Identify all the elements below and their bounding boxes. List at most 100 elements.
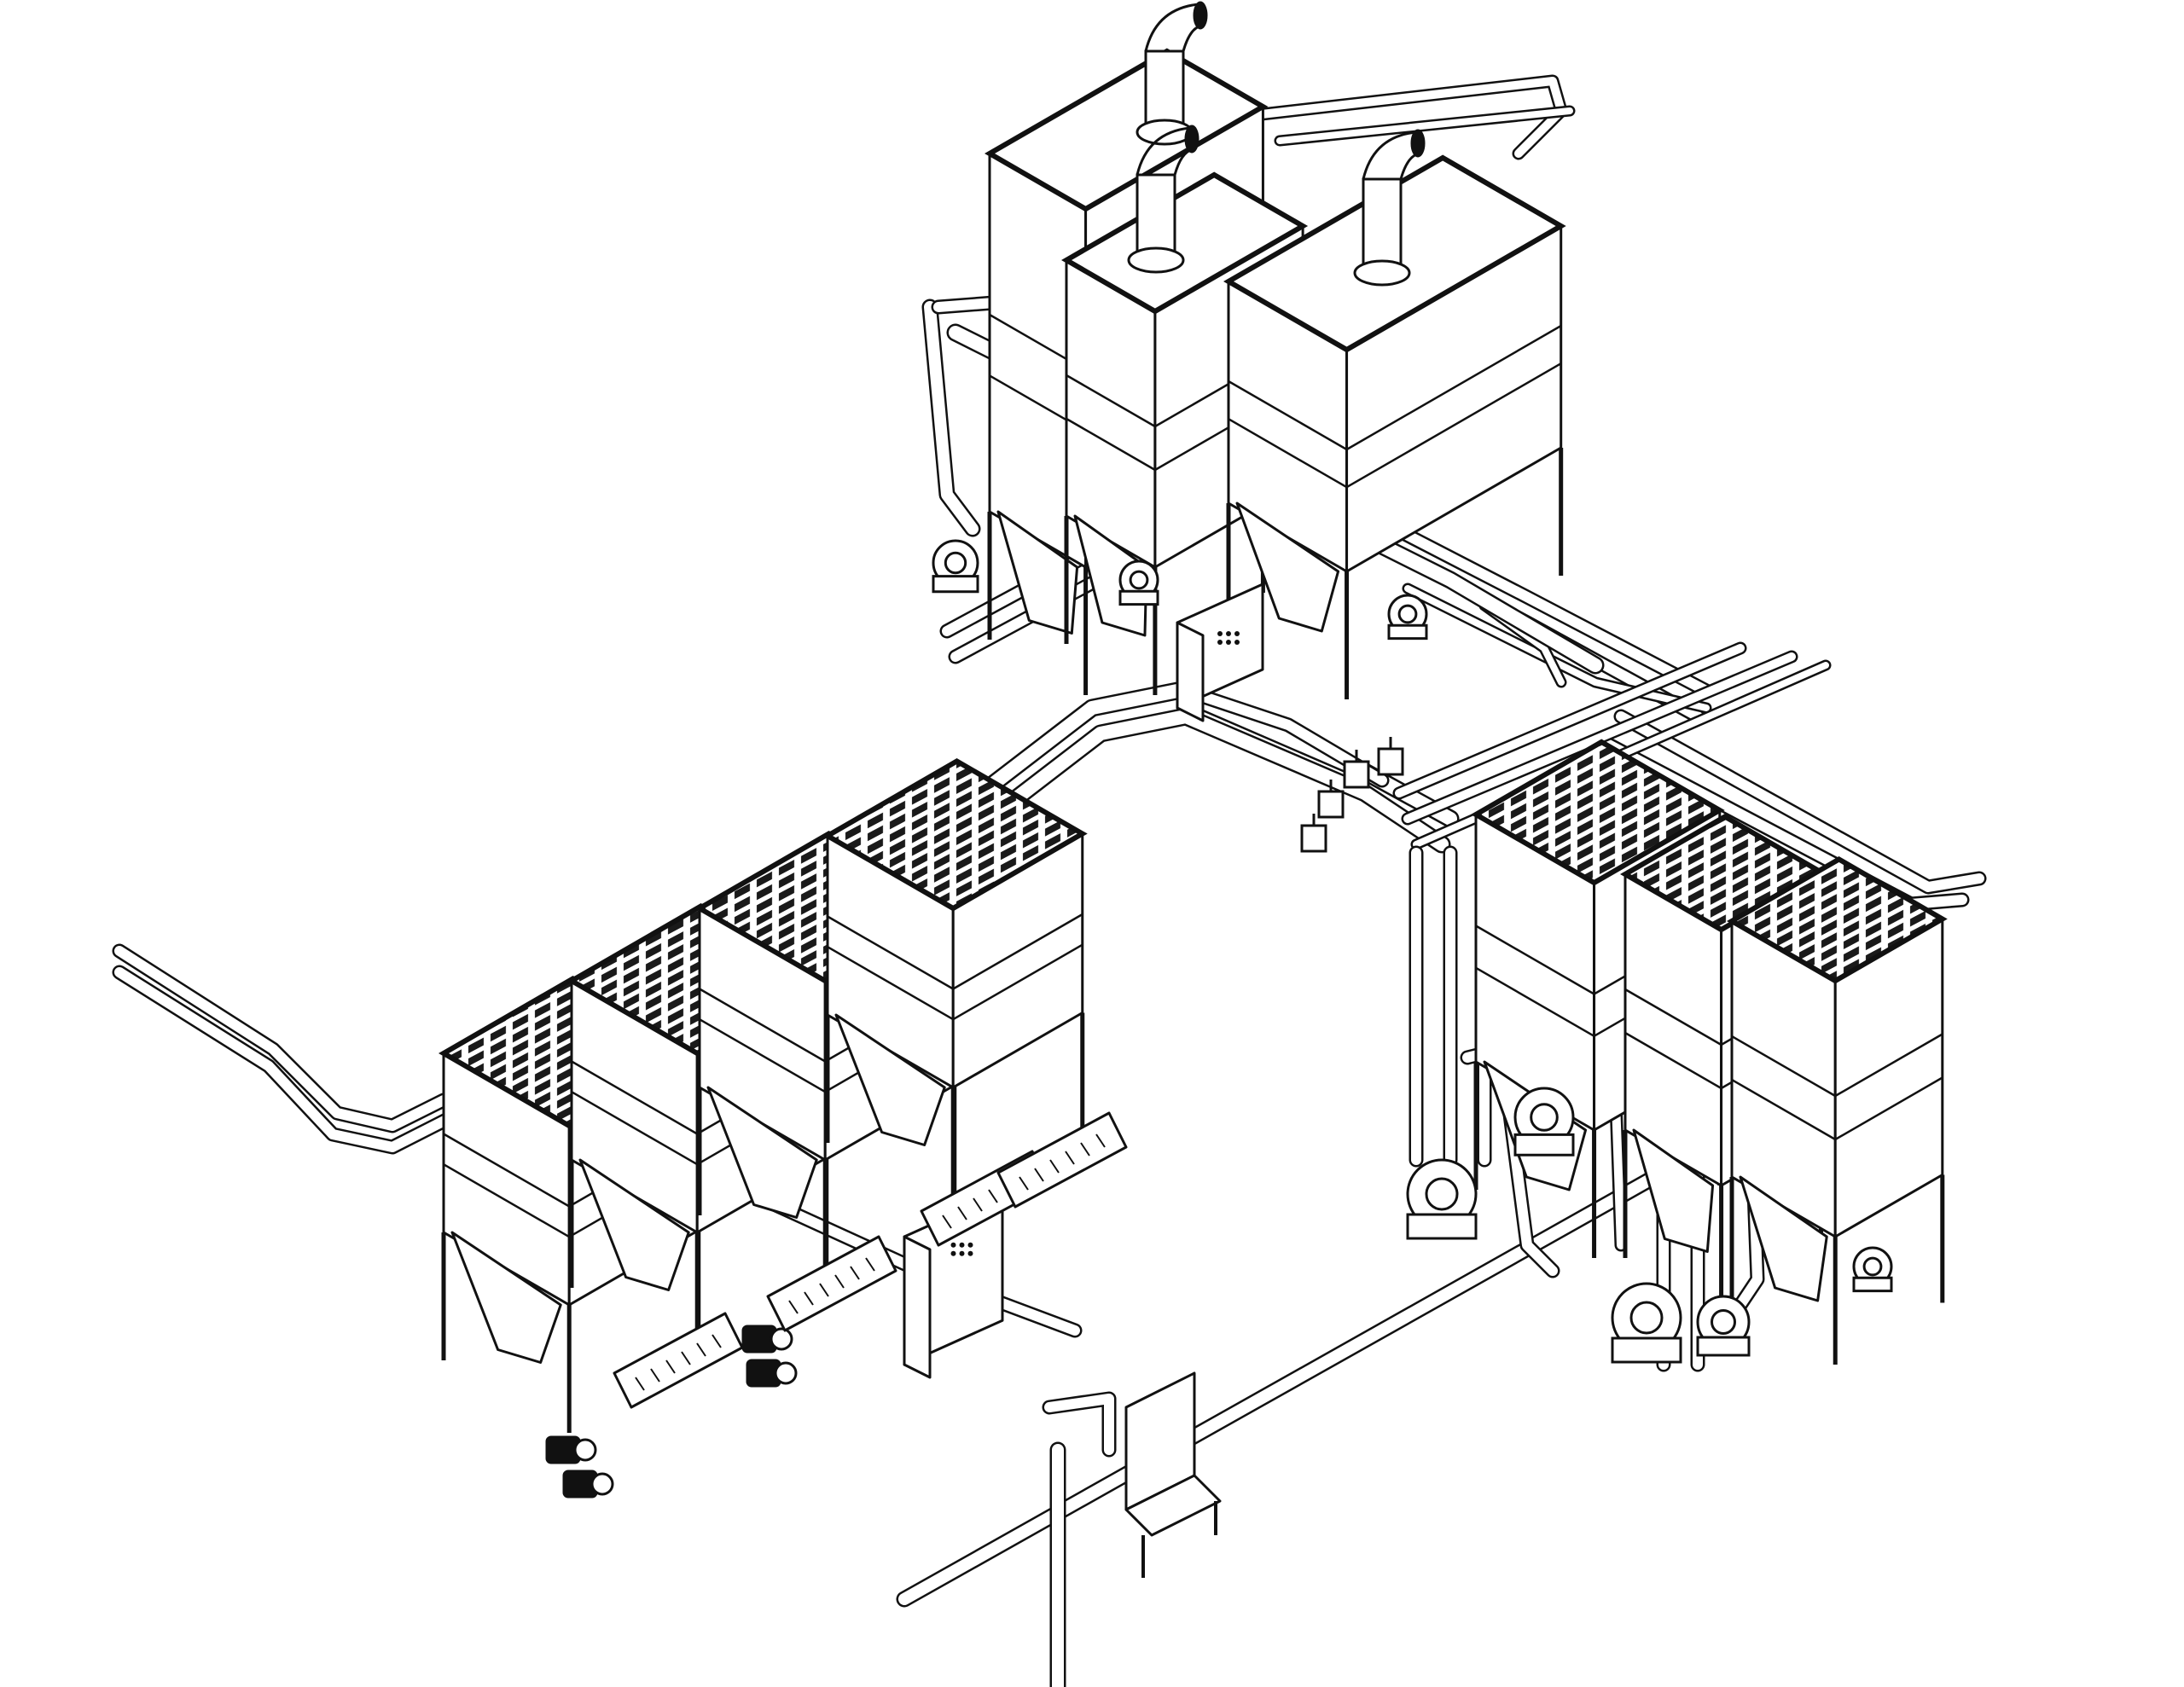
motor-left-d-flange — [775, 1363, 796, 1383]
trough-1-flight — [666, 1360, 675, 1373]
stack-back-elbow-inner — [1183, 26, 1202, 51]
control-panel-top — [1177, 584, 1263, 721]
left-filter-1-band — [444, 1134, 569, 1207]
top-silo-middle-band — [1066, 419, 1155, 470]
motor-left-a — [546, 1436, 595, 1464]
left-filter-2-band — [572, 1062, 697, 1134]
fan-right-c-hub — [1631, 1302, 1662, 1333]
trough-2-flight — [835, 1275, 844, 1288]
top-silo-front-band — [1347, 326, 1561, 449]
stack-back-tube — [1146, 51, 1183, 132]
duct-top-left-riser — [930, 307, 973, 529]
trough-2-flight — [820, 1284, 828, 1296]
drop-chute — [1126, 1373, 1220, 1578]
fan-top-mid-base — [1120, 591, 1158, 604]
right-filter-1-band — [1476, 968, 1594, 1036]
trough-1-flight — [712, 1335, 721, 1348]
left-filter-3-band — [700, 1019, 825, 1092]
duct-drop-elbow-core — [1049, 1399, 1109, 1450]
equipment-details — [546, 2, 1891, 1578]
control-panel-icon — [950, 1250, 956, 1256]
valve-4-box — [1302, 826, 1326, 851]
control-panel-icon — [959, 1250, 965, 1256]
duct-top-return-b-core — [1280, 111, 1570, 141]
valve-1-box — [1345, 762, 1368, 787]
fan-right-d-base — [1698, 1337, 1749, 1355]
duct-left-inlet-a — [119, 951, 444, 1126]
motor-left-b — [563, 1470, 613, 1498]
stack-back — [1137, 2, 1207, 144]
right-filter-3-rim — [1732, 860, 1943, 982]
trough-1-flight — [682, 1352, 690, 1365]
left-filter-2-band — [572, 1092, 697, 1164]
control-panel-icon — [950, 1242, 956, 1248]
control-panel-icon — [1217, 640, 1223, 645]
left-filter-2-hopper — [580, 1160, 688, 1290]
left-filter-4-band — [828, 917, 953, 989]
right-filter-3-band — [1732, 1080, 1835, 1139]
trough-1-flight — [651, 1369, 659, 1382]
left-filter-4-band — [953, 914, 1083, 989]
left-filter-4 — [828, 762, 1083, 1216]
left-filter-4-hopper — [836, 1015, 944, 1145]
duct-top-loop-b-core — [990, 716, 1442, 844]
left-filter-1-band — [444, 1164, 569, 1237]
control-panel-icon — [1234, 631, 1240, 636]
top-silo-middle-band — [1066, 375, 1155, 426]
trough-4-flight — [1081, 1143, 1089, 1156]
trough-1 — [614, 1313, 742, 1407]
duct-drop-elbow — [1049, 1399, 1109, 1450]
top-silo-front-hopper — [1237, 503, 1339, 631]
top-silo-front-band — [1228, 419, 1347, 487]
duct-to-right-b-core — [1408, 657, 1792, 819]
left-filter-4-band — [953, 945, 1083, 1020]
control-panel-icon — [959, 1242, 965, 1248]
fan-top-left-hub — [945, 553, 965, 572]
control-panel-icon — [1226, 631, 1231, 636]
valve-1 — [1345, 750, 1368, 787]
trough-4-flight — [1019, 1177, 1028, 1190]
trough-2-flight — [804, 1292, 813, 1305]
right-filter-2-band — [1625, 1033, 1722, 1088]
fan-top-left — [933, 541, 978, 592]
fan-right-c-base — [1612, 1338, 1681, 1362]
motor-left-c — [742, 1325, 792, 1353]
trough-2-flight — [789, 1301, 798, 1313]
fan-right-b — [1515, 1088, 1573, 1155]
fan-right-c — [1612, 1284, 1681, 1362]
duct-top-return-b — [1280, 111, 1570, 141]
duct-right-long-a — [1621, 716, 1979, 887]
trough-2-body — [768, 1237, 896, 1330]
fan-right-b-hub — [1531, 1104, 1558, 1131]
control-panel-icon — [1226, 640, 1231, 645]
trough-3-flight — [943, 1215, 951, 1228]
fan-right-a-base — [1408, 1215, 1476, 1238]
stack-front-tube — [1363, 179, 1401, 273]
top-silo-back-hopper — [998, 512, 1077, 634]
right-filter-3-hopper — [1740, 1177, 1827, 1301]
control-panel-icon — [1234, 640, 1240, 645]
fan-right-d-hub — [1712, 1311, 1735, 1334]
duct-top-left-riser-core — [930, 307, 973, 529]
fan-top-mid — [1120, 561, 1158, 605]
right-filter-3-band — [1835, 1078, 1943, 1140]
right-filter-3 — [1732, 860, 1943, 1365]
motor-left-a-flange — [575, 1440, 595, 1460]
control-panel-icon — [1217, 631, 1223, 636]
duct-top-rail-core — [1408, 588, 1706, 708]
fan-top-mid-hub — [1130, 571, 1147, 588]
duct-top-loop-b — [990, 716, 1442, 844]
fan-top-right-hub — [1399, 606, 1416, 623]
equipment-units — [444, 51, 1943, 1433]
drop-chute-base — [1126, 1475, 1220, 1535]
trough-2 — [768, 1237, 896, 1330]
valve-3 — [1319, 780, 1343, 817]
stack-back-outlet — [1194, 2, 1207, 29]
fan-right-e — [1854, 1248, 1891, 1291]
duct-to-right-a-core — [1399, 648, 1740, 793]
trough-1-body — [614, 1313, 742, 1407]
stack-back-flange — [1137, 120, 1192, 144]
trough-4-flight — [1096, 1134, 1105, 1147]
fan-top-left-base — [933, 577, 978, 592]
fan-right-b-base — [1515, 1134, 1573, 1155]
